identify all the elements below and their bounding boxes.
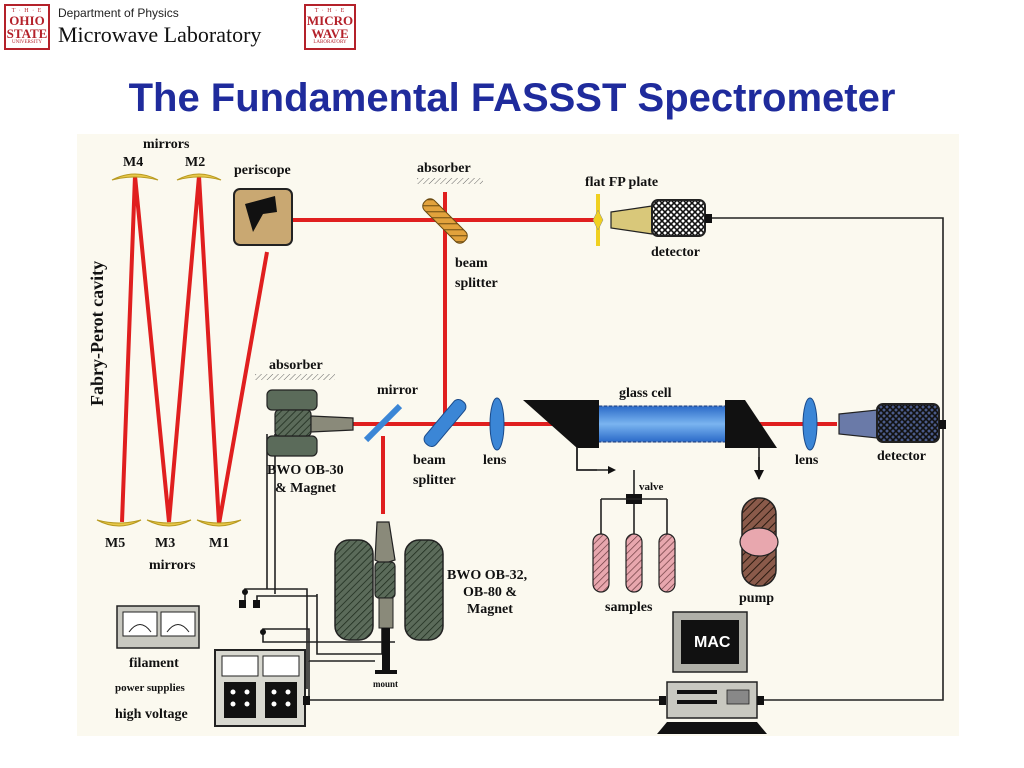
- label-beam-splitter-bottom-2: splitter: [413, 473, 456, 488]
- label-m1: M1: [209, 536, 229, 551]
- beam-splitter-bottom: [423, 399, 467, 447]
- label-pump: pump: [739, 591, 774, 606]
- label-bwo30-line2: & Magnet: [275, 481, 336, 496]
- label-detector-right: detector: [877, 449, 926, 464]
- detector-top: [610, 199, 706, 237]
- glass-cell: [523, 400, 777, 448]
- mirror-middle: [363, 403, 403, 443]
- lens-left: [489, 397, 505, 451]
- label-detector-top: detector: [651, 245, 700, 260]
- mirror-m3: [146, 519, 192, 527]
- osu-logo-top-text: T · H · E: [11, 8, 43, 14]
- label-absorber-left: absorber: [269, 358, 323, 373]
- ohio-state-logo: T · H · E OHIO STATE UNIVERSITY: [4, 4, 50, 50]
- label-power-supplies: power supplies: [115, 682, 186, 694]
- label-m4: M4: [123, 155, 143, 170]
- high-voltage-supply: [214, 649, 306, 727]
- valve-and-samples: [576, 447, 676, 593]
- label-bwo30-line1: BWO OB-30: [267, 463, 344, 478]
- mirror-m5: [96, 519, 142, 527]
- label-bwo32-line3: Magnet: [467, 602, 513, 617]
- label-glass-cell: glass cell: [619, 386, 672, 401]
- absorber-left: [255, 374, 335, 380]
- osu-logo-line1: OHIO: [9, 13, 45, 28]
- label-absorber-top: absorber: [417, 161, 471, 176]
- beam-paths: [120, 175, 837, 525]
- label-lens-right: lens: [795, 453, 819, 468]
- label-m2: M2: [185, 155, 205, 170]
- mw-logo-bottom-text: LABORATORY: [313, 40, 347, 45]
- mirror-m2: [176, 173, 222, 181]
- periscope: [233, 188, 293, 246]
- label-mount: mount: [373, 679, 398, 689]
- label-mirrors-top: mirrors: [143, 137, 190, 152]
- label-filament: filament: [129, 656, 179, 671]
- lab-name: Microwave Laboratory: [58, 22, 262, 47]
- label-beam-splitter-top-2: splitter: [455, 276, 498, 291]
- mirror-m1: [196, 519, 242, 527]
- mirror-m4: [111, 173, 159, 181]
- diagram-svg: mirrors M4 M2 periscope absorber flat FP…: [87, 137, 946, 734]
- mac-computer: [657, 611, 767, 734]
- label-beam-splitter-top-1: beam: [455, 256, 488, 271]
- label-samples: samples: [605, 600, 653, 615]
- absorber-top: [417, 178, 483, 184]
- label-valve: valve: [639, 481, 664, 493]
- osu-logo-bottom-text: UNIVERSITY: [12, 40, 42, 45]
- label-bwo32-line1: BWO OB-32,: [447, 568, 527, 583]
- label-fabry-perot: Fabry-Perot cavity: [87, 261, 107, 406]
- slide-title: The Fundamental FASSST Spectrometer: [128, 76, 896, 120]
- mw-logo-top-text: T · H · E: [314, 8, 346, 14]
- connectors: [239, 214, 946, 705]
- bwo-ob32: [334, 521, 444, 674]
- department-label: Department of Physics: [58, 6, 179, 20]
- beam-splitter-top: [422, 198, 468, 244]
- slide-header: T · H · E OHIO STATE UNIVERSITY Departme…: [0, 0, 1024, 60]
- bwo-ob30: [266, 389, 354, 457]
- label-m5: M5: [105, 536, 125, 551]
- pump: [739, 448, 779, 587]
- flat-fp-plate: [592, 194, 604, 246]
- wiring: [244, 217, 944, 701]
- osu-logo-line2: STATE: [6, 26, 48, 41]
- microwave-lab-logo: T · H · E MICRO WAVE LABORATORY: [304, 4, 356, 50]
- label-mirror-middle: mirror: [377, 383, 418, 398]
- lens-right: [802, 397, 818, 451]
- filament-power-supply: [116, 605, 200, 649]
- spectrometer-diagram: mirrors M4 M2 periscope absorber flat FP…: [77, 134, 959, 736]
- label-flat-fp-plate: flat FP plate: [585, 175, 658, 190]
- label-mirrors-bottom: mirrors: [149, 558, 196, 573]
- label-bwo32-line2: OB-80 &: [463, 585, 517, 600]
- label-periscope: periscope: [234, 163, 291, 178]
- label-high-voltage: high voltage: [115, 707, 188, 722]
- label-beam-splitter-bottom-1: beam: [413, 453, 446, 468]
- label-mac: MAC: [694, 634, 731, 651]
- mw-logo-line1: MICRO: [306, 13, 354, 28]
- label-m3: M3: [155, 536, 175, 551]
- label-lens-left: lens: [483, 453, 507, 468]
- fabry-perot-mirrors: [96, 173, 242, 527]
- mw-logo-line2: WAVE: [311, 26, 349, 41]
- detector-right: [838, 403, 940, 443]
